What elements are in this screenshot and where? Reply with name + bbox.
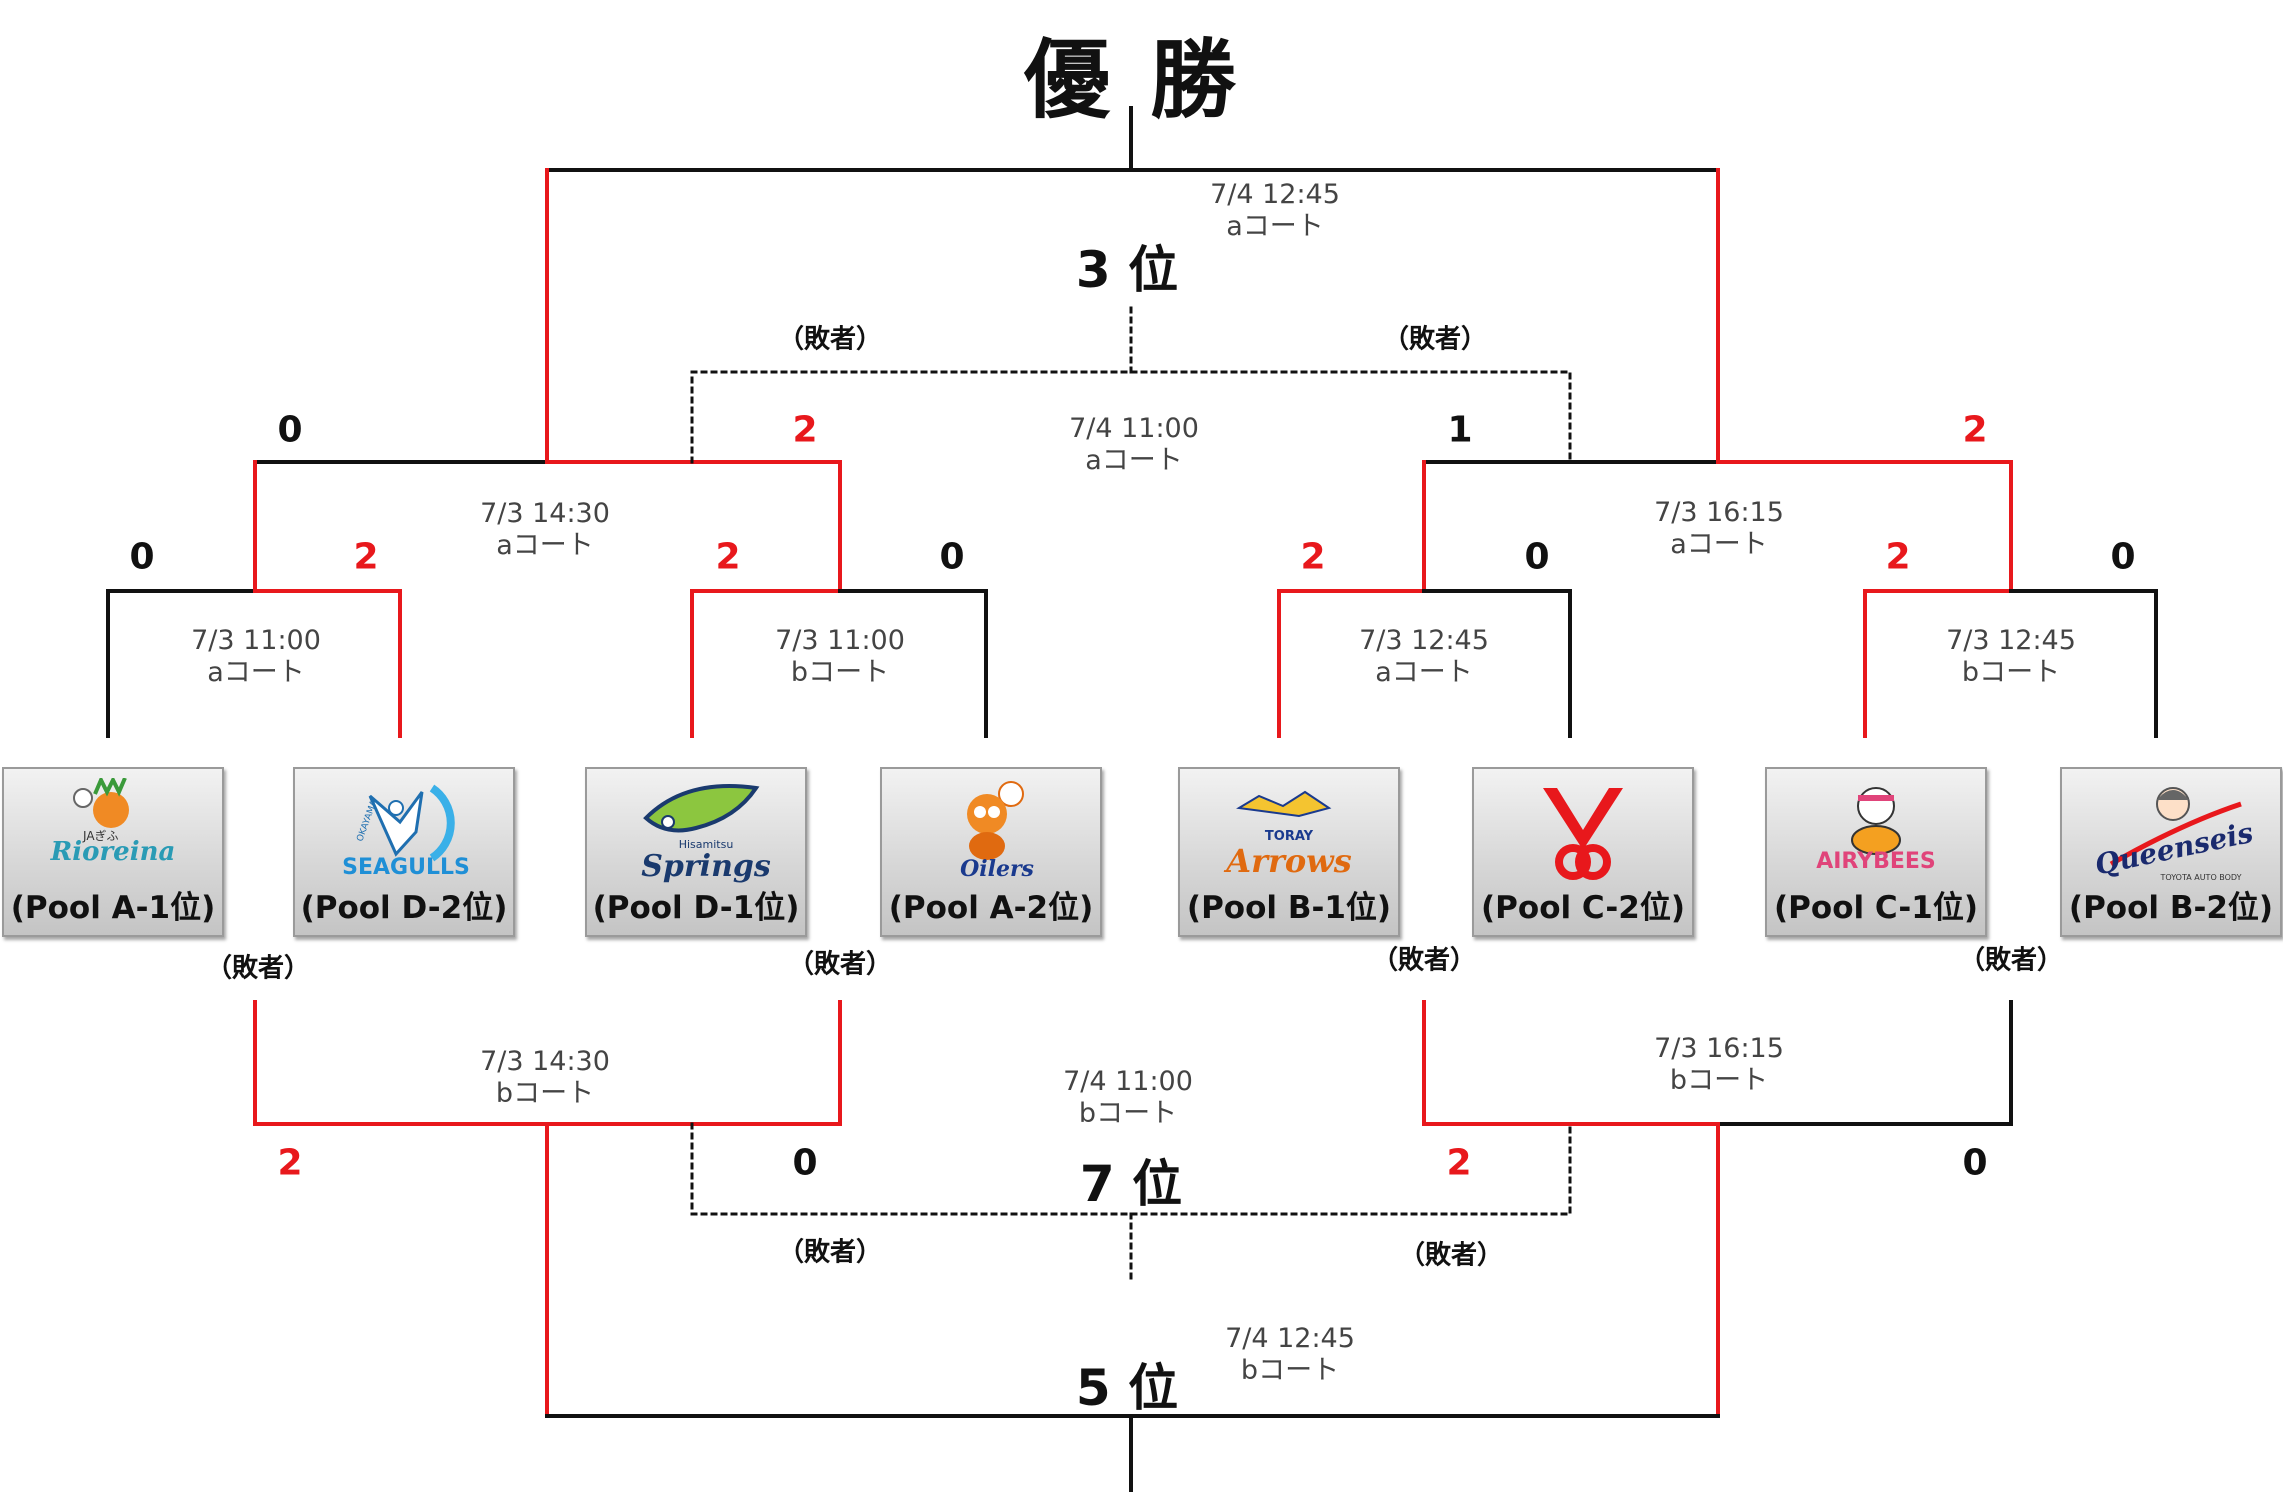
score: 2 — [792, 409, 818, 451]
svg-text:Oilers: Oilers — [960, 856, 1034, 882]
third-place-label: 3 位 — [1075, 241, 1179, 299]
svg-text:TOYOTA AUTO BODY: TOYOTA AUTO BODY — [2159, 873, 2241, 882]
springs-logo: Hisamitsu Springs — [587, 777, 805, 889]
team-card-queenseis[interactable]: Queenseis TOYOTA AUTO BODY (Pool B-2位) — [2060, 767, 2282, 937]
lower-semi2-black — [1716, 1000, 2013, 1126]
lower-semi2-red — [1422, 1000, 1720, 1126]
team-card-airybees[interactable]: AIRYBEES (Pool C-1位) — [1765, 767, 1987, 937]
score: 2 — [1885, 536, 1911, 578]
qf3-right — [1422, 589, 1572, 738]
svg-text:OKAYAMA: OKAYAMA — [355, 798, 379, 843]
v-mark-logo — [1474, 777, 1692, 889]
team-pool-label: (Pool A-2位) — [888, 890, 1094, 926]
third-dotted — [690, 306, 1572, 464]
score: 0 — [129, 536, 155, 578]
svg-text:Springs: Springs — [641, 849, 771, 884]
fifth-place-label: 5 位 — [1075, 1359, 1179, 1417]
team-card-rioreina[interactable]: Rioreina JAぎふ (Pool A-1位) — [2, 767, 224, 937]
svg-text:Hisamitsu: Hisamitsu — [679, 838, 734, 851]
team-pool-label: (Pool C-2位) — [1481, 890, 1685, 926]
qf2-right — [838, 589, 988, 738]
team-pool-label: (Pool A-1位) — [10, 890, 216, 926]
svg-text:JAぎふ: JAぎふ — [82, 829, 119, 843]
team-card-v-mark[interactable]: (Pool C-2位) — [1472, 767, 1694, 937]
qf1-right — [253, 589, 402, 738]
team-card-oilers[interactable]: Oilers (Pool A-2位) — [880, 767, 1102, 937]
seventh-place-label: 7 位 — [1079, 1155, 1183, 1213]
score: 2 — [1446, 1142, 1472, 1184]
loser-label: （敗者） — [1371, 945, 1477, 976]
score: 0 — [1524, 536, 1550, 578]
score: 0 — [792, 1142, 818, 1184]
team-card-seagulls[interactable]: SEAGULLS OKAYAMA (Pool D-2位) — [293, 767, 515, 937]
loser-label: （敗者） — [787, 949, 893, 980]
loser-label: （敗者） — [1382, 324, 1488, 355]
team-pool-label: (Pool B-1位) — [1186, 890, 1392, 926]
team-pool-label: (Pool D-2位) — [300, 890, 508, 926]
loser-label: （敗者） — [777, 1237, 883, 1268]
qf1-left — [106, 589, 257, 738]
arrows-logo: TORAY Arrows — [1180, 777, 1398, 889]
score: 2 — [1962, 409, 1988, 451]
score: 1 — [1447, 409, 1473, 451]
team-pool-label: (Pool D-1位) — [592, 890, 800, 926]
score: 2 — [277, 1142, 303, 1184]
svg-text:Rioreina: Rioreina — [50, 837, 176, 867]
score: 0 — [939, 536, 965, 578]
team-pool-label: (Pool B-2位) — [2068, 890, 2274, 926]
qf4-left — [1863, 589, 2013, 738]
svg-text:AIRYBEES: AIRYBEES — [1816, 849, 1936, 874]
score: 0 — [277, 409, 303, 451]
seagulls-logo: SEAGULLS OKAYAMA — [295, 777, 513, 889]
qf2-left — [690, 589, 842, 738]
svg-text:SEAGULLS: SEAGULLS — [342, 855, 470, 880]
rioreina-logo: Rioreina JAぎふ — [4, 777, 222, 889]
seventh-dotted — [690, 1122, 1572, 1286]
qf4-right — [2009, 589, 2158, 738]
svg-text:TORAY: TORAY — [1265, 829, 1314, 844]
queenseis-logo: Queenseis TOYOTA AUTO BODY — [2062, 777, 2280, 889]
oilers-logo: Oilers — [882, 777, 1100, 889]
score: 2 — [1300, 536, 1326, 578]
loser-label: （敗者） — [205, 953, 311, 984]
loser-label: （敗者） — [777, 324, 883, 355]
airybees-logo: AIRYBEES — [1767, 777, 1985, 889]
qf3-left — [1277, 589, 1426, 738]
loser-label: （敗者） — [1398, 1240, 1504, 1271]
team-card-arrows[interactable]: TORAY Arrows (Pool B-1位) — [1178, 767, 1400, 937]
svg-text:Arrows: Arrows — [1223, 842, 1351, 880]
score: 2 — [715, 536, 741, 578]
score: 2 — [353, 536, 379, 578]
score: 0 — [1962, 1142, 1988, 1184]
svg-text:Queenseis: Queenseis — [2092, 816, 2256, 882]
team-pool-label: (Pool C-1位) — [1774, 890, 1978, 926]
team-card-springs[interactable]: Hisamitsu Springs (Pool D-1位) — [585, 767, 807, 937]
score: 0 — [2110, 536, 2136, 578]
champion-title: 優勝 — [1024, 30, 1276, 131]
loser-label: （敗者） — [1958, 945, 2064, 976]
